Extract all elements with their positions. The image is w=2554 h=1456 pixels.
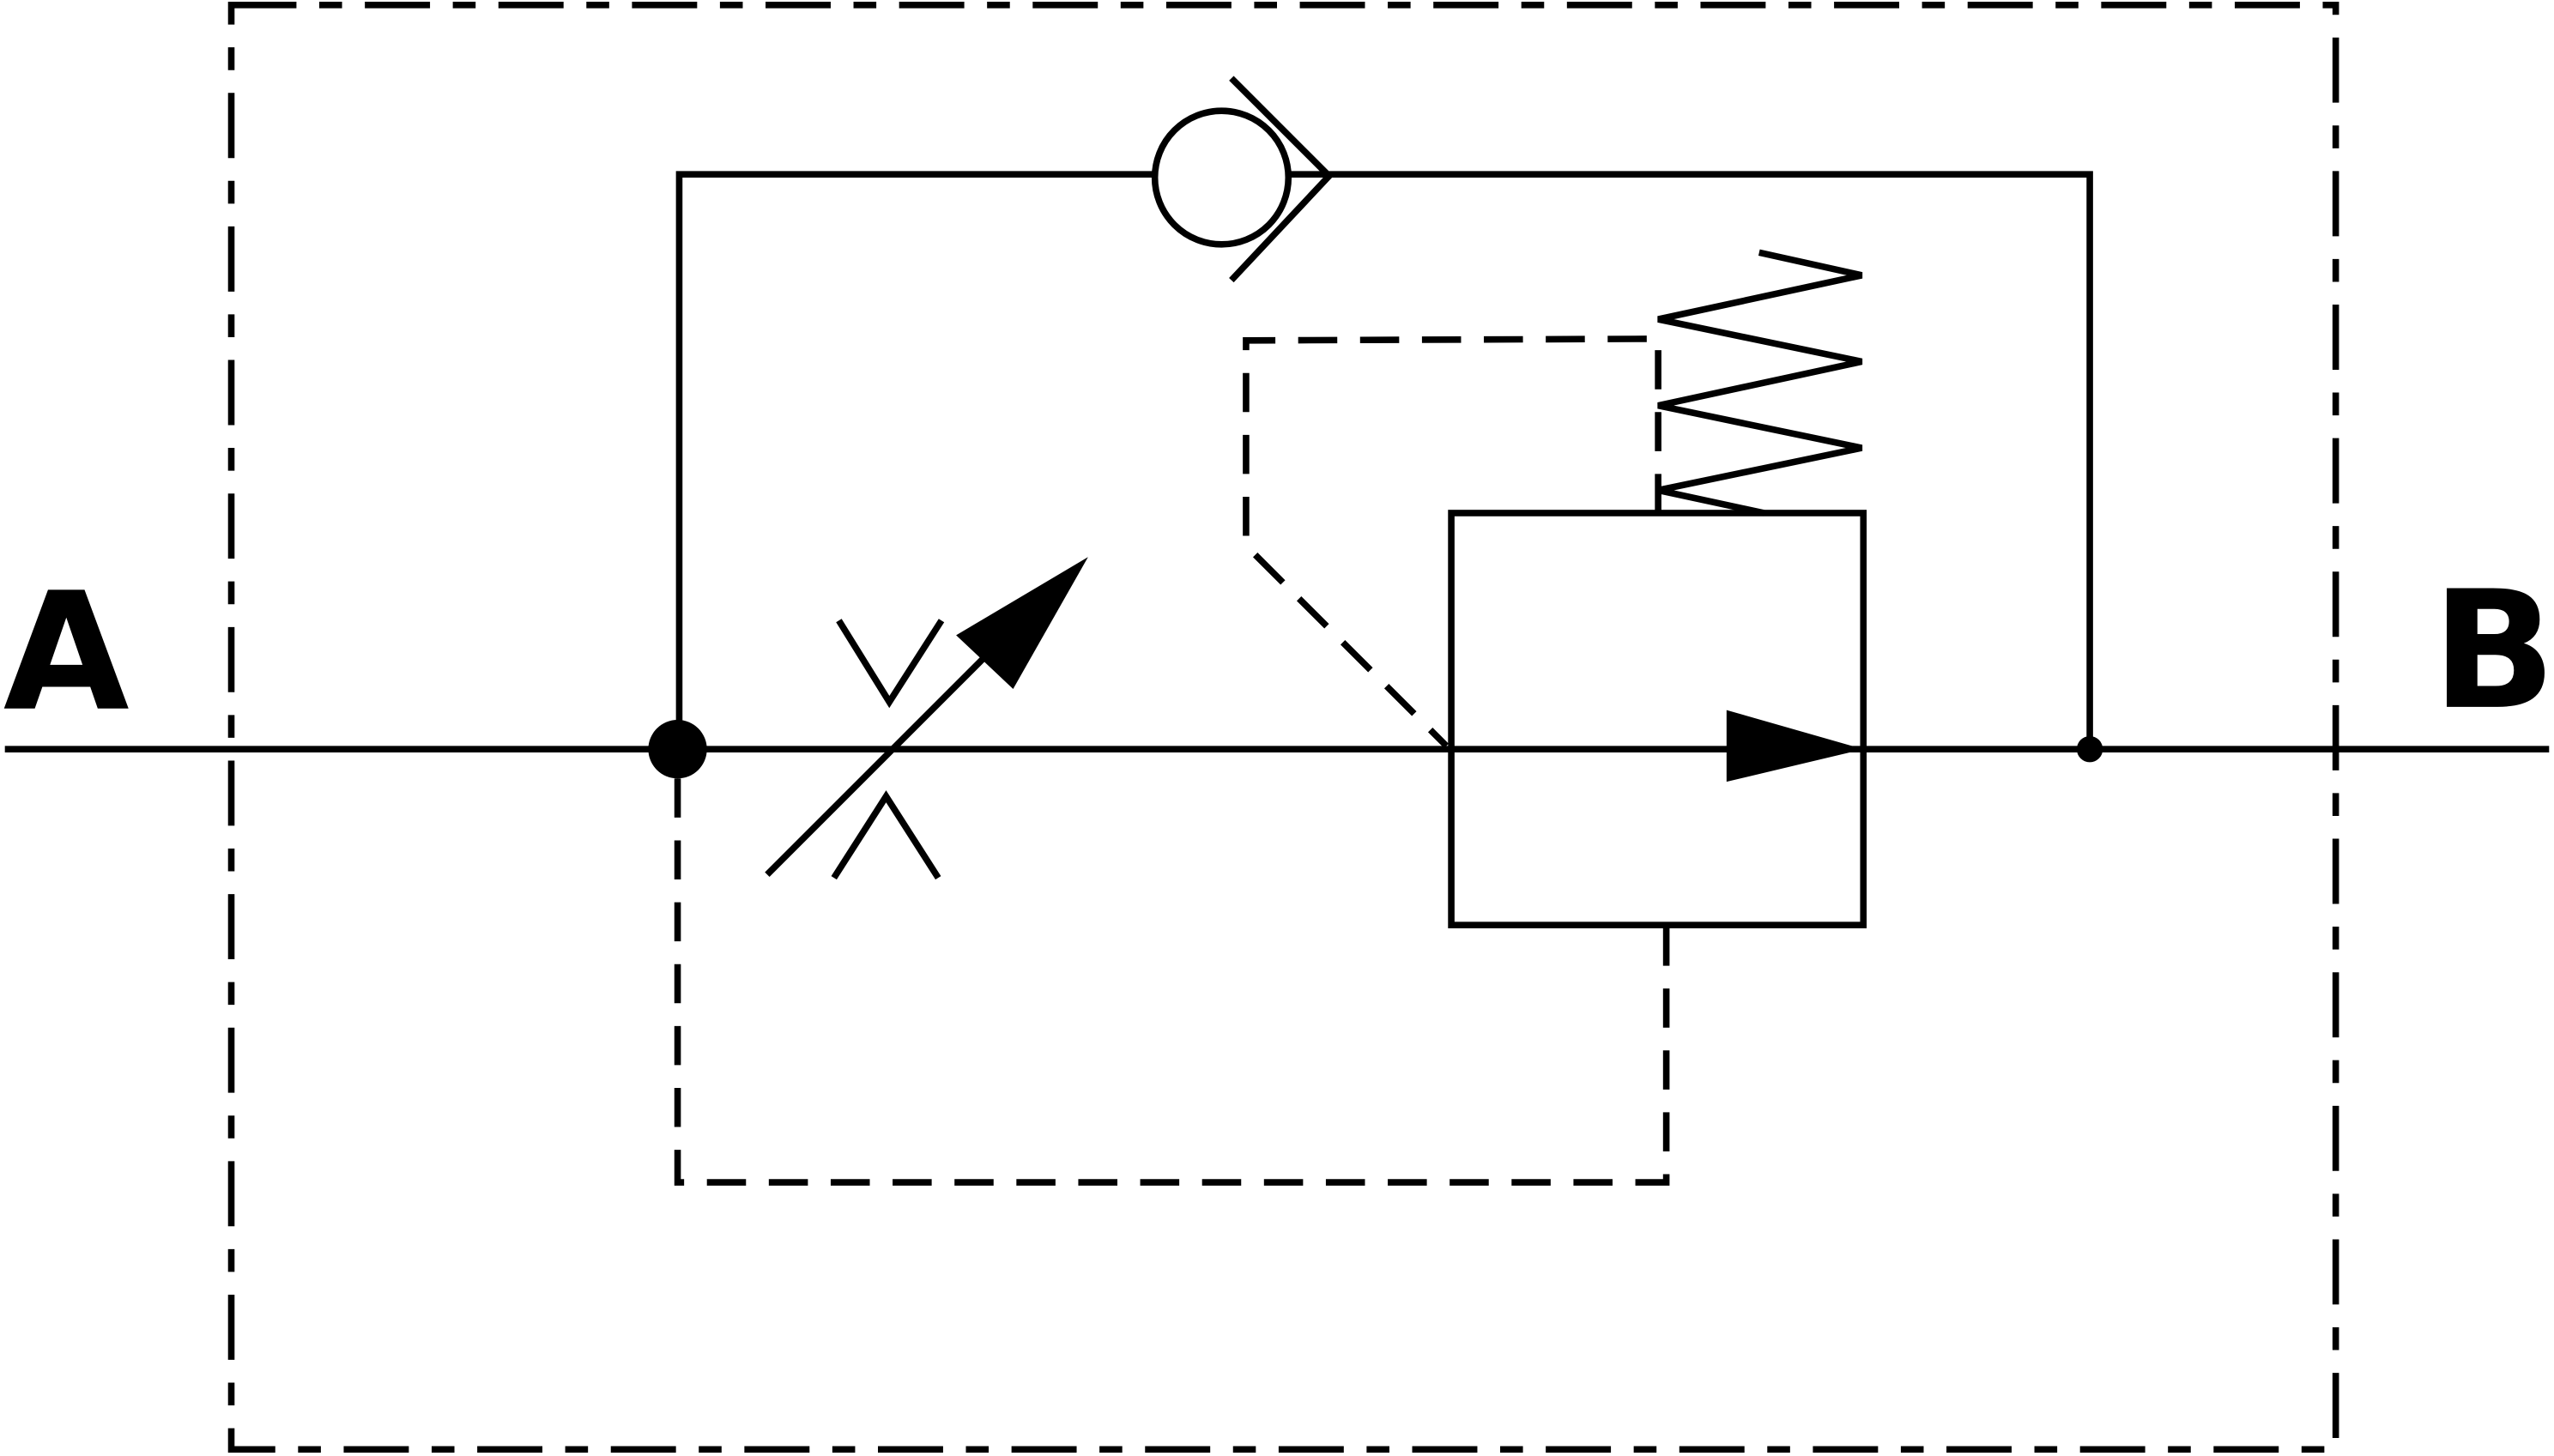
port-a-label: A [3, 558, 130, 747]
adjustable-throttle [765, 557, 1088, 880]
flow-arrow-icon [1726, 710, 1864, 782]
spring [1657, 249, 1863, 517]
pilot-line-lower [674, 778, 1670, 1186]
check-valve-ball [1151, 107, 1292, 248]
bypass-line-left [675, 171, 1155, 750]
compensator-valve [1448, 510, 1867, 928]
bypass-line-right [1288, 171, 2093, 750]
adjust-arrow-icon [956, 557, 1088, 689]
pilot-line-upper [1243, 335, 1661, 749]
check-valve-seat [1229, 76, 1334, 283]
port-b-label: B [2432, 556, 2554, 746]
enclosure-boundary [227, 2, 2339, 1453]
